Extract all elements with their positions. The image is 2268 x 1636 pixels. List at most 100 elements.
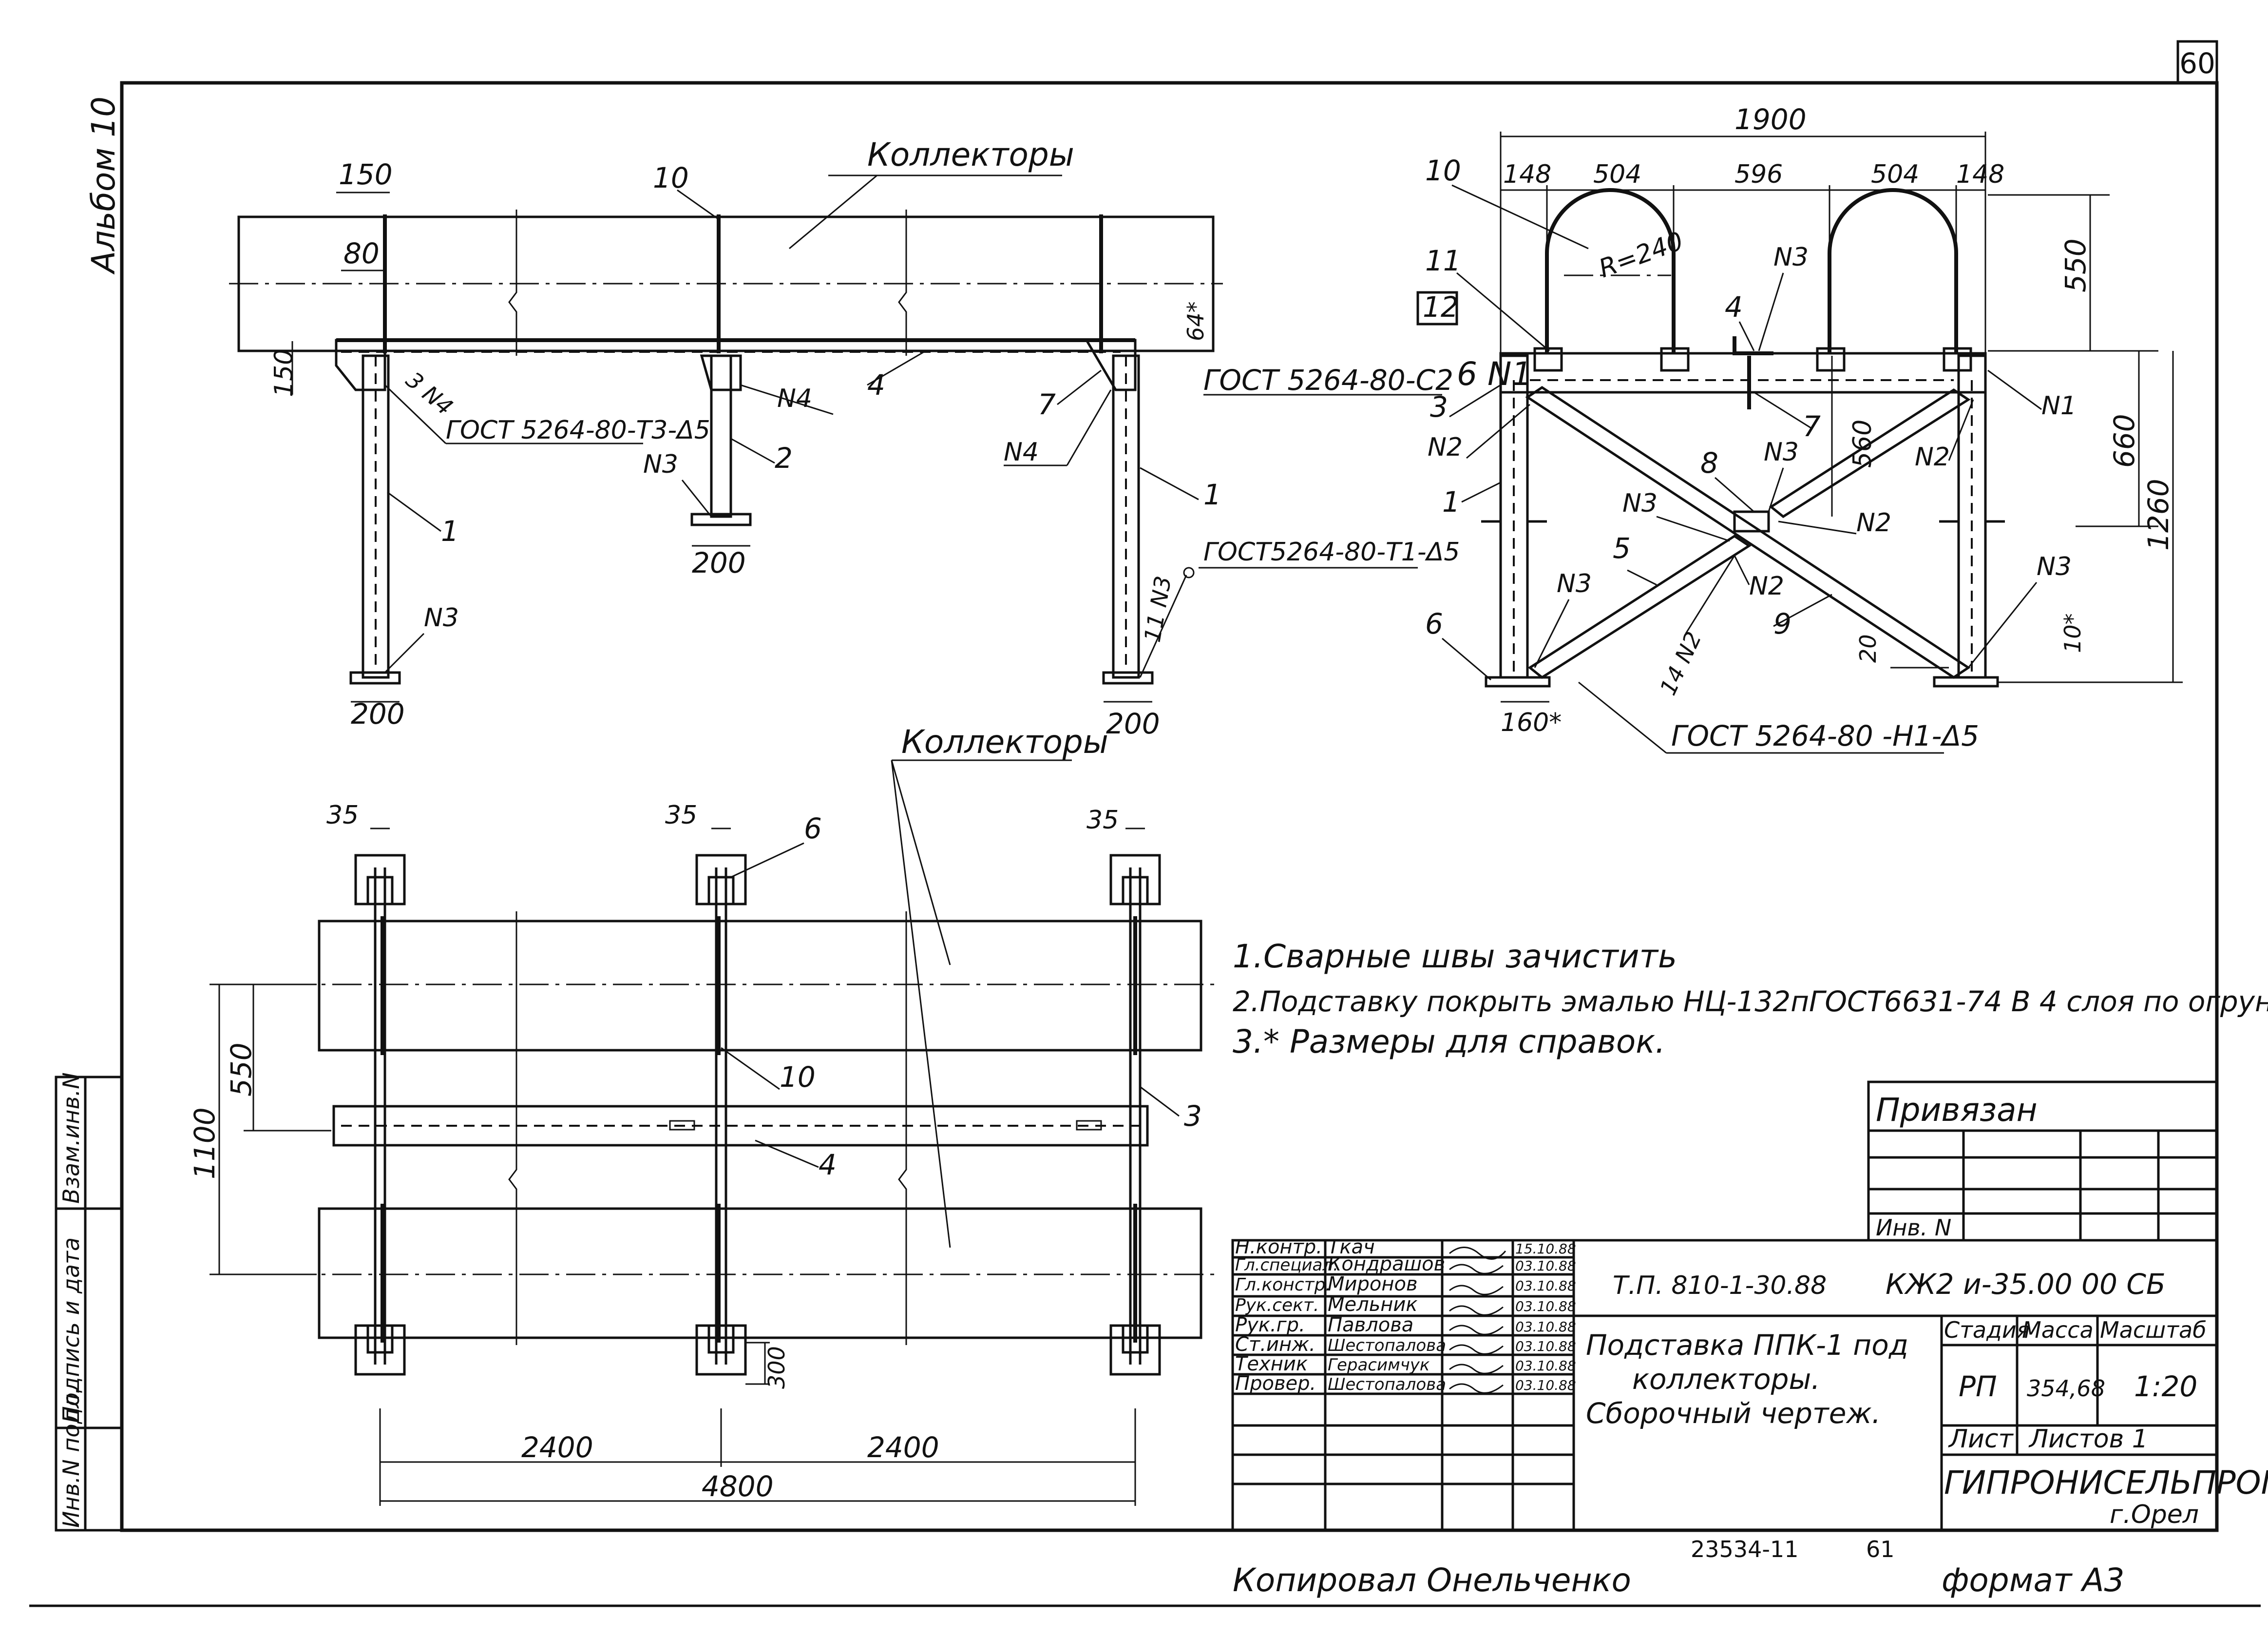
end-dim-148-b: 148	[1956, 160, 2004, 189]
stamp-privyazan: Привязан Инв. N	[1867, 1080, 2218, 1242]
plan-dim-4800: 4800	[702, 1470, 774, 1503]
tb-date-5: 03.10.88	[1515, 1338, 1576, 1354]
side-callout-1a: 1	[441, 515, 459, 548]
tb-role-2: Гл.констр.	[1235, 1275, 1331, 1295]
side-node-n3-a: N3	[643, 450, 678, 479]
side-dim-150-top: 150	[339, 158, 393, 191]
side-weld-bottom-right: ГОСТ5264-80-Т1-Δ5	[1203, 538, 1460, 567]
side-callout-2: 2	[775, 442, 793, 475]
plan-callout-10: 10	[780, 1060, 816, 1094]
end-callout-1: 1	[1442, 485, 1460, 519]
tb-role-4: Рук.гр.	[1235, 1314, 1305, 1336]
left-margin-stamp: Инв.N подл. Подпись и дата Взам.инв.N	[55, 1072, 123, 1532]
tb-sheets-label: Листов 1	[2028, 1424, 2148, 1454]
sheet-number: 60	[2179, 47, 2215, 80]
end-node-n2-b: N2	[1915, 443, 1950, 472]
tb-role-1: Гл.специал.	[1235, 1255, 1338, 1275]
tb-name-3: Мельник	[1328, 1293, 1418, 1316]
plan-callout-4: 4	[819, 1148, 837, 1181]
end-node-n3-c: N3	[1622, 489, 1658, 518]
end-node-n2-a: N2	[1428, 433, 1463, 462]
side-view-title: Коллекторы	[867, 136, 1074, 173]
end-dim-1260: 1260	[2142, 479, 2175, 551]
side-callout-1b: 1	[1203, 478, 1221, 511]
end-view: 1900 148 504 596 504 148 R=240 550 560 6…	[1416, 103, 2183, 754]
side-callout-7: 7	[1038, 388, 1056, 421]
plan-dim-35-b: 35	[665, 801, 697, 830]
end-callout-14n2: 14 N2	[1655, 628, 1707, 699]
tb-description-2: коллекторы.	[1632, 1363, 1820, 1396]
side-node-n4-b: N4	[1004, 438, 1039, 467]
tb-date-3: 03.10.88	[1515, 1298, 1576, 1314]
tb-name-7: Шестопалова	[1328, 1375, 1446, 1394]
side-node-3n4: 3 N4	[401, 366, 458, 421]
sheet-frame: 60 Альбом 10	[29, 40, 2261, 1607]
end-callout-11: 11	[1425, 244, 1461, 277]
end-node-n1: N1	[2041, 391, 2077, 421]
end-node-n3-a: N3	[1773, 243, 1809, 272]
tb-description-1: Подставка ППК-1 под	[1586, 1328, 1908, 1362]
stamp-privyazan-title: Привязан	[1876, 1091, 2038, 1129]
end-weld-note: ГОСТ 5264-80 -Н1-Δ5	[1671, 719, 1979, 752]
plan-dim-35-c: 35	[1086, 806, 1119, 835]
tb-name-5: Шестопалова	[1328, 1336, 1446, 1355]
side-dim-200-b: 200	[692, 546, 746, 579]
tb-sheet-label: Лист	[1948, 1424, 2014, 1454]
tb-description-3: Сборочный чертеж.	[1586, 1397, 1881, 1430]
side-dim-200-a: 200	[351, 697, 405, 731]
end-dim-20: 20	[1855, 634, 1881, 663]
bottom-texts: 23534-11 61 Копировал Онельченко формат …	[1233, 1536, 2125, 1599]
end-dim-550: 550	[2059, 238, 2092, 292]
end-callout-4: 4	[1725, 290, 1743, 324]
side-dim-64: 64*	[1182, 301, 1209, 341]
plan-dim-550: 550	[225, 1042, 258, 1097]
end-dim-504-b: 504	[1871, 160, 1919, 189]
tb-city: г.Орел	[2110, 1500, 2199, 1529]
end-dim-504-a: 504	[1593, 160, 1641, 189]
tb-name-0: Ткач	[1328, 1236, 1375, 1258]
album-label: Альбом 10	[85, 96, 122, 275]
tb-mass: 354,68	[2027, 1375, 2105, 1402]
note-3: 3.* Размеры для справок.	[1233, 1023, 1665, 1060]
tb-project-code: Т.П. 810-1-30.88	[1613, 1271, 1827, 1300]
side-weld-left: ГОСТ 5264-80-Т3-Δ5	[446, 416, 710, 445]
end-dim-148-a: 148	[1503, 160, 1551, 189]
note-2: 2.Подставку покрыть эмалью НЦ-132пГОСТ66…	[1233, 985, 2268, 1018]
end-node-n3-d: N3	[1557, 569, 1592, 598]
margin-replace-label: Взам.инв.N	[58, 1072, 84, 1204]
end-callout-9: 9	[1773, 607, 1792, 640]
tb-date-2: 03.10.88	[1515, 1278, 1576, 1294]
plan-view: 35 35 35 550 1100 300 2400 2400 4800 Кол…	[188, 723, 1218, 1506]
plan-dim-2400-b: 2400	[867, 1431, 939, 1464]
tb-date-0: 15.10.88	[1515, 1241, 1576, 1257]
end-callout-10: 10	[1425, 154, 1461, 187]
tb-role-5: Ст.инж.	[1235, 1333, 1315, 1356]
end-node-n2-d: N2	[1749, 572, 1784, 601]
side-weld-top-right: ГОСТ 5264-80-С2	[1203, 364, 1453, 397]
bottom-code: 23534-11	[1691, 1536, 1798, 1562]
tb-name-6: Герасимчук	[1328, 1355, 1430, 1375]
end-node-n3-b: N3	[1764, 438, 1799, 467]
end-dim-10: 10*	[2059, 613, 2086, 653]
tb-doc-code: КЖ2 и-35.00 00 СБ	[1886, 1268, 2166, 1301]
tb-name-2: Миронов	[1328, 1273, 1418, 1295]
plan-dim-300: 300	[763, 1346, 790, 1389]
stamp-inv: Инв. N	[1876, 1214, 1951, 1241]
tb-date-7: 03.10.88	[1515, 1377, 1576, 1393]
end-callout-8: 8	[1700, 446, 1718, 480]
tb-date-1: 03.10.88	[1515, 1258, 1576, 1274]
tb-stage: РП	[1959, 1370, 1997, 1403]
tb-role-7: Провер.	[1235, 1372, 1316, 1395]
margin-sign-label: Подпись и дата	[58, 1237, 84, 1423]
end-callout-3: 3	[1430, 390, 1448, 423]
sheet-format: формат А3	[1942, 1561, 2125, 1599]
side-callout-4: 4	[867, 368, 885, 402]
plan-dim-2400-a: 2400	[521, 1431, 593, 1464]
end-dim-560: 560	[1848, 420, 1877, 468]
plan-dim-35-a: 35	[326, 801, 359, 830]
tb-date-6: 03.10.88	[1515, 1358, 1576, 1374]
tb-name-1: Кондрашов	[1328, 1253, 1445, 1275]
side-callout-6n1: 6 N1	[1457, 355, 1532, 393]
plan-dim-1100: 1100	[188, 1107, 221, 1179]
